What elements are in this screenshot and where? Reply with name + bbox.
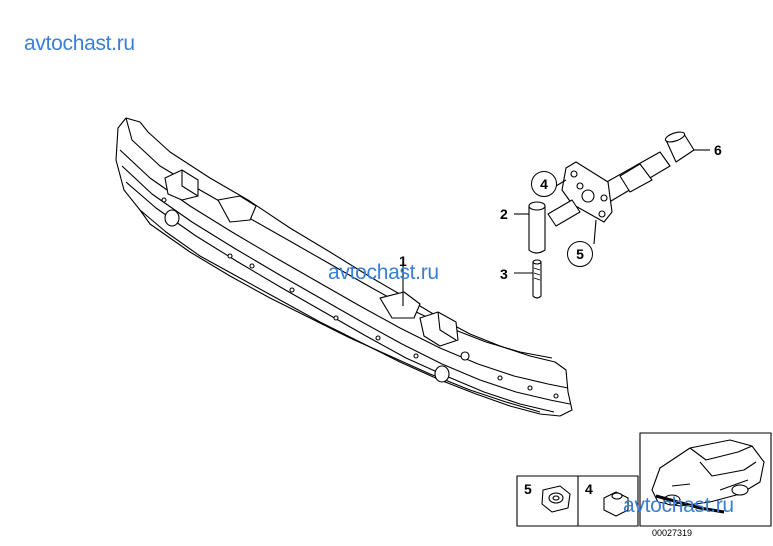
bumper-carrier — [115, 117, 573, 417]
callout-3: 3 — [500, 266, 508, 282]
watermark-top-left: avtochast.ru — [24, 32, 135, 55]
watermark-bottom-right: avtochast.ru — [623, 494, 734, 517]
vehicle-locator-thumbnail — [639, 432, 772, 527]
watermark-center: avtochast.ru — [328, 261, 439, 284]
legend-label-5: 5 — [524, 481, 532, 497]
legend-label-4: 4 — [585, 481, 593, 497]
nut-4-icon — [603, 491, 629, 517]
callout-5: 5 — [567, 241, 593, 267]
mounting-bracket-assembly — [547, 151, 671, 245]
hardware-legend — [516, 475, 639, 527]
part-2-sleeve — [514, 201, 546, 254]
part-6-cap — [664, 131, 710, 163]
callout-6: 6 — [714, 142, 722, 158]
callout-1: 1 — [399, 253, 407, 269]
figure-number: 00027319 — [652, 528, 693, 538]
part-3-bolt — [514, 259, 542, 299]
callout-4: 4 — [531, 171, 557, 197]
callout-2: 2 — [500, 206, 508, 222]
